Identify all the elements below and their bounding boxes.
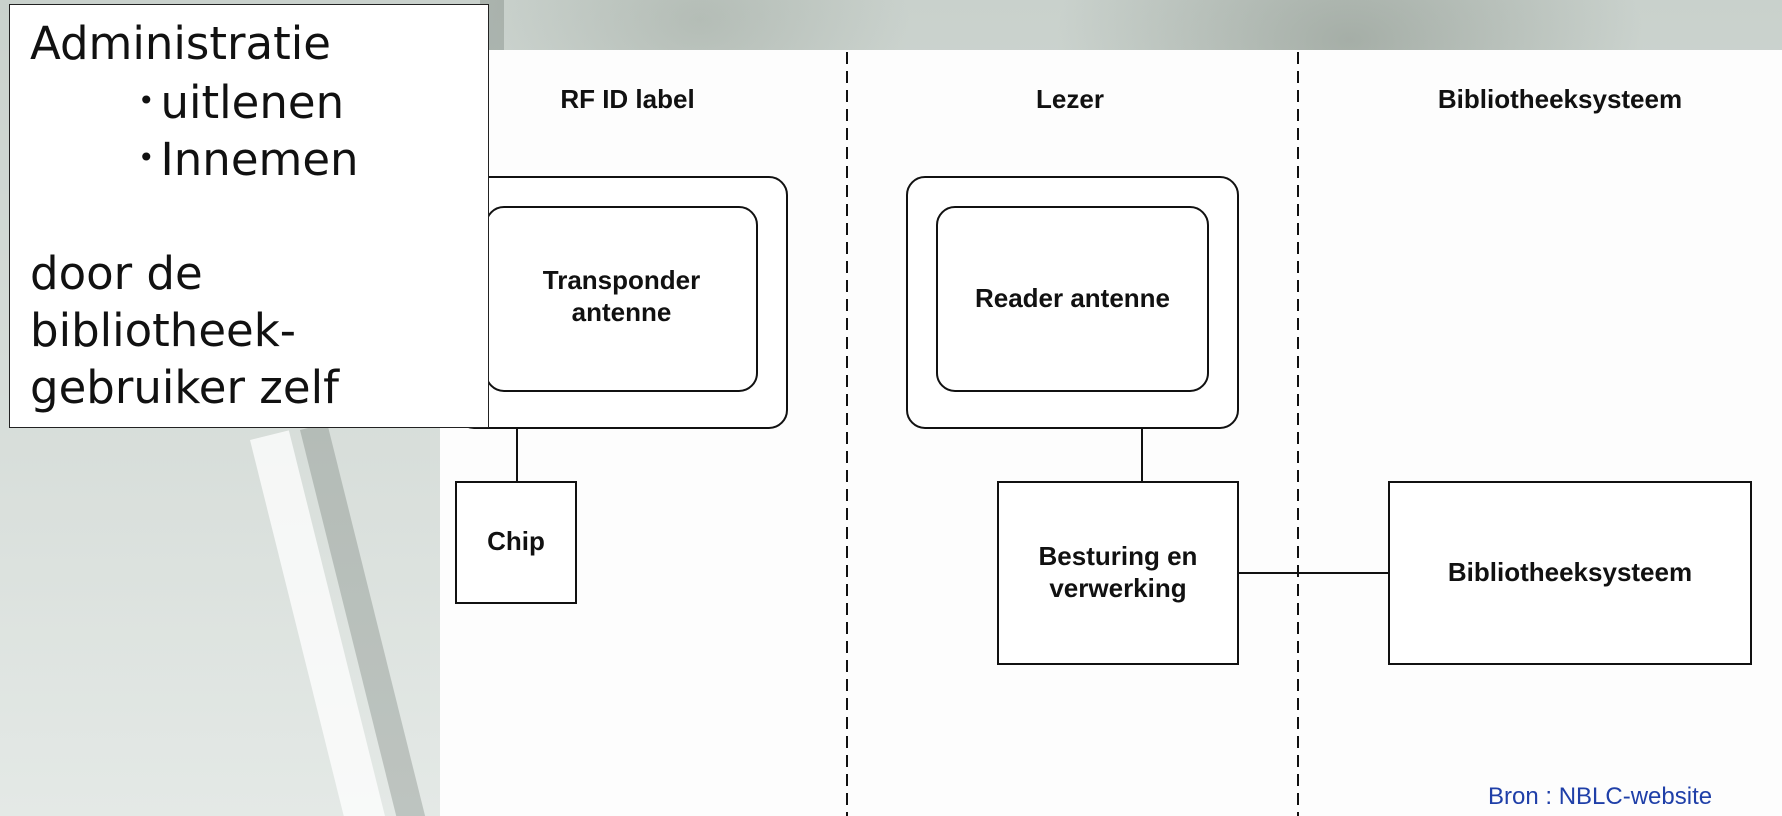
source-credit: Bron : NBLC-website (1488, 783, 1713, 810)
textbox-title: Administratie (30, 17, 331, 70)
textbox-line-3: gebruiker zelf (30, 361, 339, 414)
administratie-textbox: Administratie •uitlenen •Innemen door de… (9, 4, 489, 428)
bullet-label: Innemen (160, 133, 359, 186)
bibliotheek-box (1388, 481, 1752, 665)
column-header-rfid: RF ID label (560, 84, 695, 114)
reader-label: Reader antenne (974, 283, 1171, 313)
bullet-item-uitlenen: •uitlenen (138, 76, 345, 129)
bullet-label: uitlenen (160, 76, 345, 129)
bibliotheek-label: Bibliotheeksysteem (1447, 557, 1693, 587)
chip-label: Chip (487, 526, 545, 556)
besturing-label: Besturing en verwerking (1038, 541, 1198, 603)
besturing-box (997, 481, 1239, 665)
column-header-bibliotheeksysteem: Bibliotheeksysteem (1437, 84, 1683, 114)
bullet-item-innemen: •Innemen (138, 133, 359, 186)
transponder-label: Transponder antenne (542, 265, 701, 327)
textbox-line-1: door de (30, 247, 203, 300)
reader-inner-box (936, 206, 1209, 392)
textbox-line-2: bibliotheek- (30, 304, 297, 357)
column-header-lezer: Lezer (1036, 84, 1104, 114)
